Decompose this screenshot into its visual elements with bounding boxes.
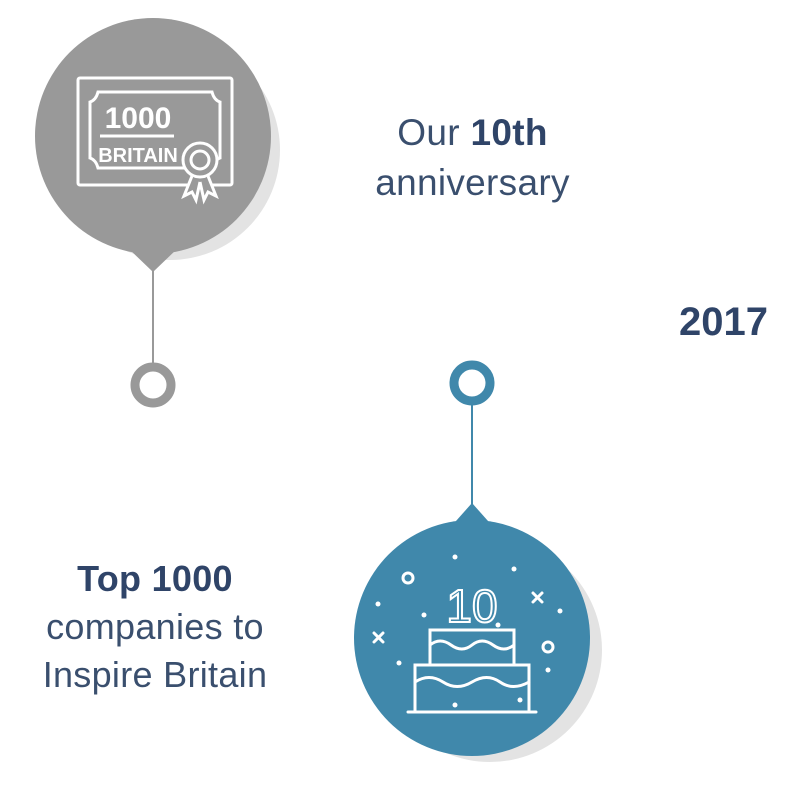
blue-pin-circle — [354, 520, 590, 756]
top1000-caption: Top 1000 companies to Inspire Britain — [10, 555, 300, 699]
blue-pin-marker — [354, 360, 602, 762]
cake-number: 10 — [446, 580, 497, 632]
top1000-caption-line2: companies to — [46, 606, 264, 647]
cake-bottom-frosting — [413, 676, 531, 688]
rosette-ribbon-right — [198, 175, 219, 205]
anniversary-caption-bold: 10th — [470, 112, 548, 153]
top1000-caption-line3: Inspire Britain — [42, 654, 268, 695]
year-label: 2017 — [679, 300, 768, 344]
confetti-ring-2 — [541, 640, 555, 654]
confetti-cross-2 — [372, 631, 385, 644]
anniversary-caption-line2: anniversary — [375, 162, 570, 203]
cake-top-tier — [428, 628, 516, 667]
anniversary-caption-line1: Our 10th — [340, 108, 605, 158]
cake-top-frosting — [428, 639, 516, 651]
certificate-word: BRITAIN — [98, 145, 178, 167]
gray-timeline-node — [130, 362, 176, 408]
confetti-ring-1 — [401, 571, 415, 585]
anniversary-caption: Our 10th anniversary — [340, 108, 605, 208]
rosette-center — [189, 149, 211, 171]
gray-pin-tip — [128, 248, 178, 272]
anniversary-caption-prefix: Our — [397, 112, 471, 153]
top1000-caption-bold: Top 1000 — [77, 558, 233, 599]
certificate-icon — [76, 76, 234, 205]
blue-timeline-node — [449, 360, 495, 406]
gray-pin-marker — [35, 18, 280, 408]
rosette-ribbon-left — [181, 175, 202, 205]
certificate-number: 1000 — [105, 102, 172, 135]
confetti-cross-1 — [531, 591, 544, 604]
birthday-cake-icon — [372, 571, 555, 714]
rosette-ring — [181, 141, 219, 179]
confetti-dots — [375, 554, 563, 708]
certificate-outer-frame — [76, 76, 234, 187]
